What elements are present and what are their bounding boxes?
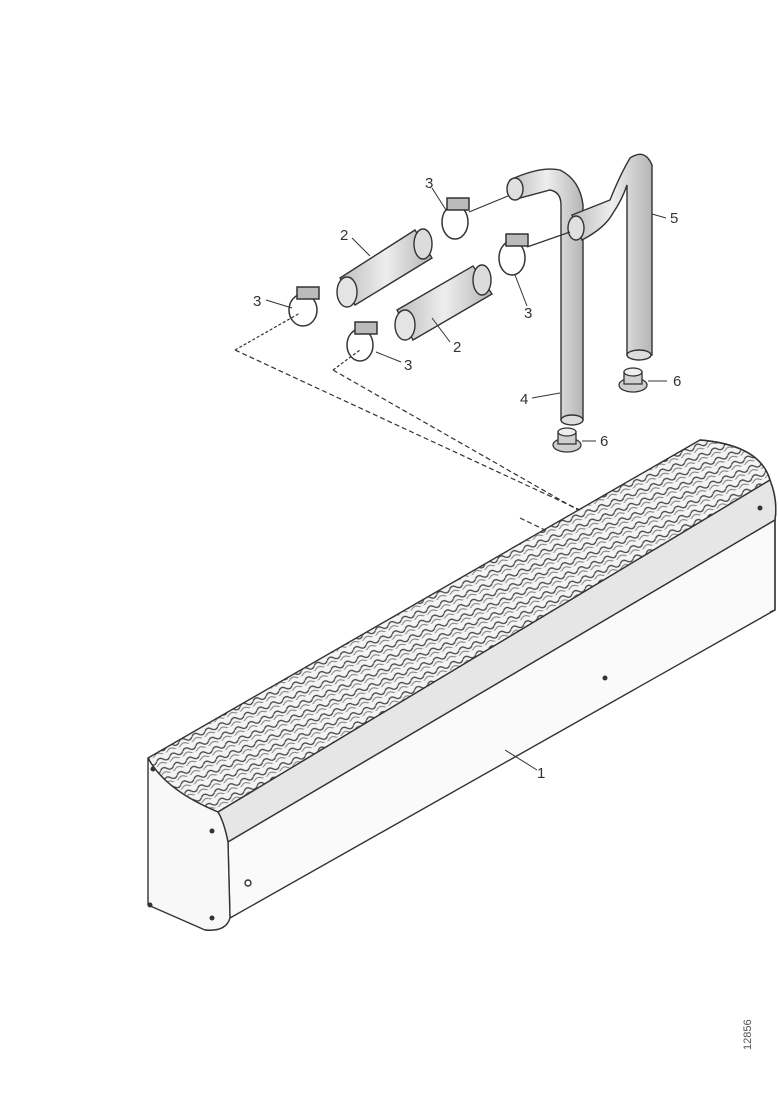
callout-heater: 1 <box>537 765 545 782</box>
leader-lines <box>265 187 667 771</box>
callout-hose-upper: 2 <box>340 227 348 244</box>
clamp-3-upper-right <box>441 197 470 240</box>
figure-reference-code: 12856 <box>742 1019 754 1050</box>
callout-labels: 2 3 3 3 2 3 4 5 6 6 1 <box>253 175 681 782</box>
callout-clamp-lower-left: 3 <box>404 357 412 374</box>
callout-clamp-lower-right: 3 <box>524 305 532 322</box>
callout-clamp-upper-left: 3 <box>253 293 261 310</box>
grommet-6-left <box>552 427 582 453</box>
heater-unit <box>147 439 777 931</box>
clamp-3-lower-right <box>498 233 529 276</box>
callout-grommet-right: 6 <box>673 373 681 390</box>
callout-grommet-left: 6 <box>600 433 608 450</box>
hose-2-upper <box>336 228 433 308</box>
callout-pipe-left: 4 <box>520 391 528 408</box>
callout-pipe-right: 5 <box>670 210 678 227</box>
clamp-3-upper-left <box>288 286 320 327</box>
callout-hose-lower: 2 <box>453 339 461 356</box>
heater-front-edge <box>217 479 777 843</box>
pipe-4 <box>506 168 584 426</box>
clamp-3-lower-left <box>346 321 378 362</box>
assembly-guide-lines <box>234 195 581 531</box>
hose-2-lower <box>394 264 494 341</box>
heater-end-cap <box>147 757 231 931</box>
grommet-6-right <box>618 367 648 393</box>
pipe-5 <box>567 153 653 361</box>
callout-clamp-upper-right: 3 <box>425 175 433 192</box>
